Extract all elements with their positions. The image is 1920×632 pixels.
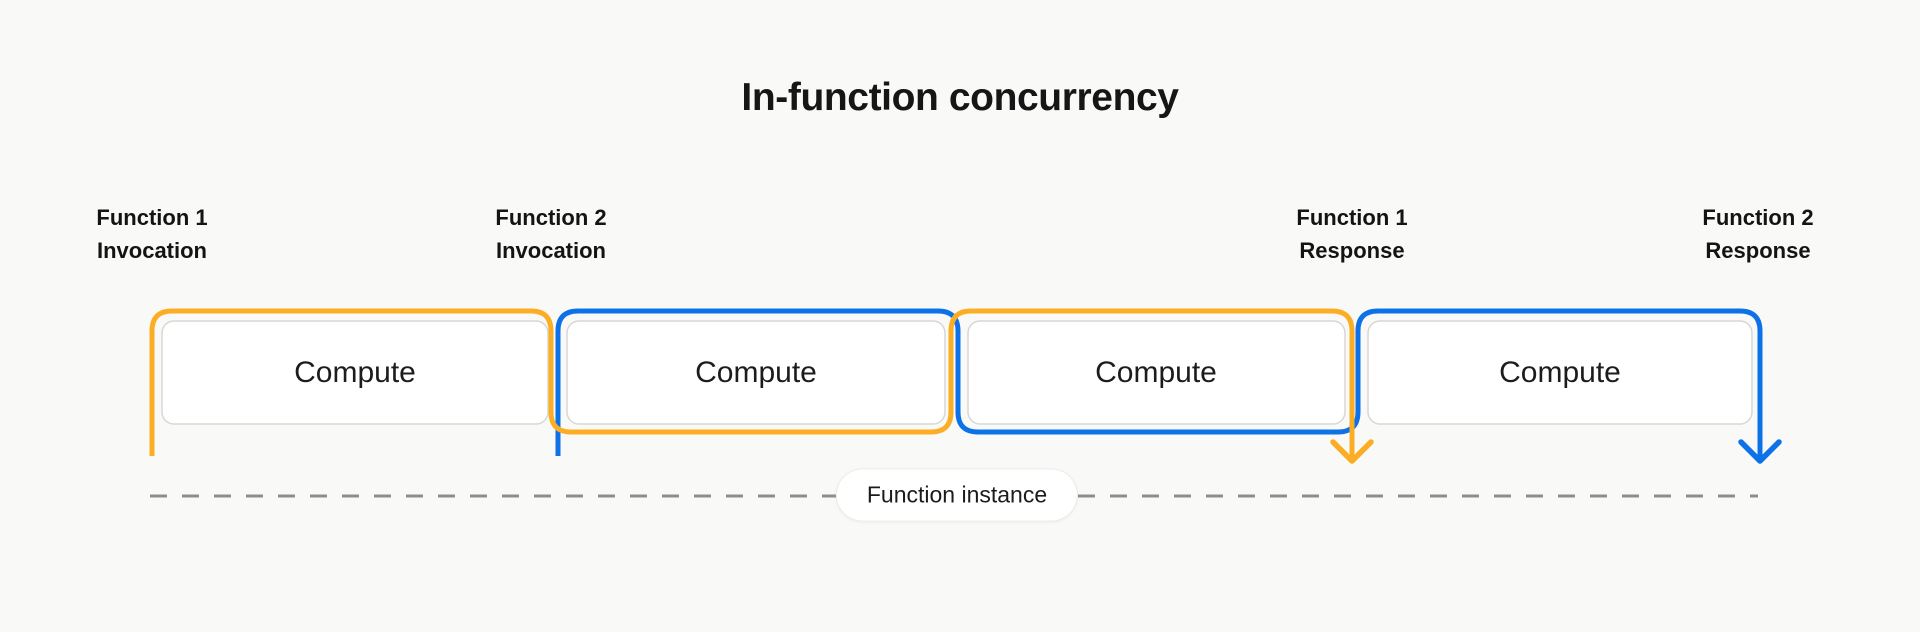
- label-function1-response-line1: Function 1: [1296, 205, 1408, 230]
- label-function2-response: Function 2 Response: [1702, 201, 1813, 267]
- compute-box-3-label: Compute: [1095, 356, 1217, 389]
- label-function1-response-line2: Response: [1299, 238, 1405, 263]
- label-function1-invocation-line1: Function 1: [96, 205, 208, 230]
- compute-box-2-label: Compute: [695, 356, 817, 389]
- compute-box-1: [161, 320, 549, 425]
- label-function1-response: Function 1 Response: [1296, 201, 1407, 267]
- label-function2-invocation-line2: Invocation: [495, 238, 606, 263]
- diagram-title: In-function concurrency: [741, 76, 1179, 119]
- compute-box-4-label: Compute: [1499, 356, 1621, 389]
- compute-box-2: [566, 320, 946, 425]
- function-instance-pill-label: Function instance: [866, 481, 1048, 508]
- label-function2-invocation-line1: Function 2: [495, 205, 607, 230]
- label-function2-response-line2: Response: [1705, 238, 1811, 263]
- function2-path: [555, 308, 1763, 458]
- function2-response-arrow-icon: [1738, 439, 1782, 464]
- label-function1-invocation: Function 1 Invocation: [96, 201, 207, 267]
- function-instance-pill: Function instance: [835, 468, 1079, 522]
- compute-box-3: [967, 320, 1346, 425]
- compute-box-1-label: Compute: [294, 356, 416, 389]
- label-function2-response-line1: Function 2: [1702, 205, 1814, 230]
- label-function1-invocation-line2: Invocation: [96, 238, 207, 263]
- function1-path: [149, 308, 1355, 458]
- compute-box-4: [1367, 320, 1753, 425]
- label-function2-invocation: Function 2 Invocation: [495, 201, 606, 267]
- function1-response-arrow-icon: [1330, 439, 1374, 464]
